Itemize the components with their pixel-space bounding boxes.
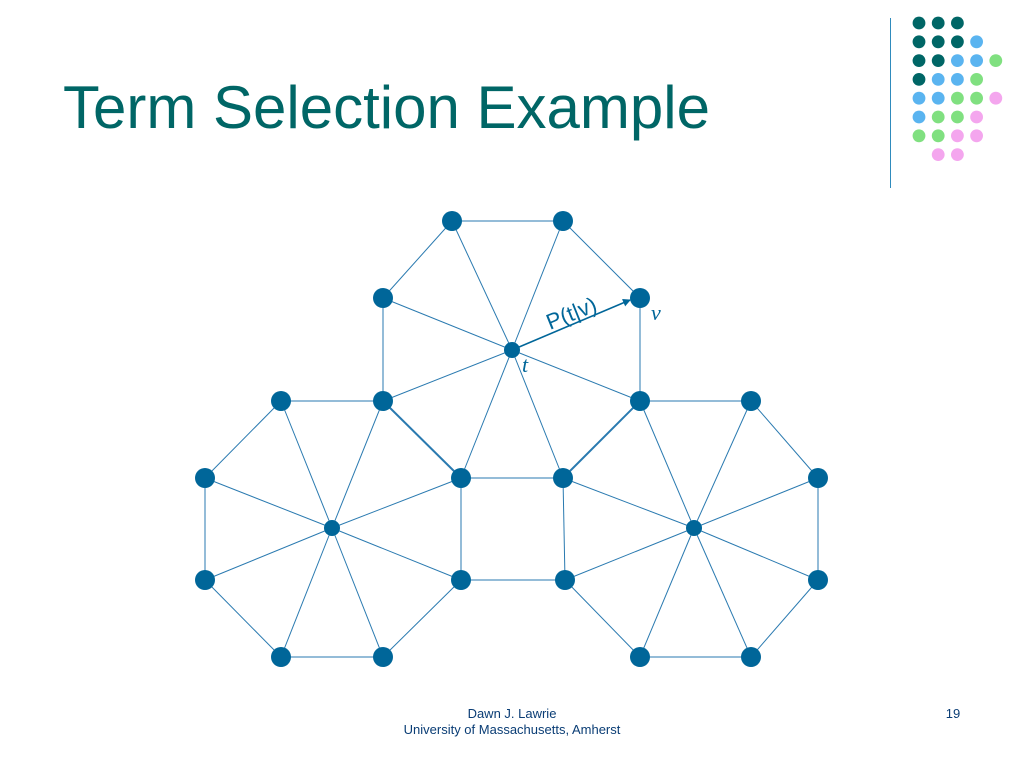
graph-edge bbox=[204, 400, 282, 479]
graph-edge bbox=[511, 220, 564, 351]
graph-edge bbox=[564, 527, 695, 581]
graph-edge bbox=[382, 297, 513, 351]
graph-node bbox=[808, 468, 828, 488]
graph-edge bbox=[750, 579, 819, 658]
graph-edge bbox=[382, 349, 513, 402]
graph-node bbox=[442, 211, 462, 231]
graph-edge bbox=[511, 349, 564, 479]
graph-node bbox=[741, 647, 761, 667]
edge-t-to-v-arrow bbox=[511, 299, 631, 351]
graph-node bbox=[195, 468, 215, 488]
node-label-t: t bbox=[522, 352, 529, 377]
graph-node bbox=[630, 391, 650, 411]
graph-edge bbox=[693, 477, 819, 529]
graph-edge bbox=[511, 349, 641, 402]
graph-edge bbox=[562, 400, 641, 479]
graph-edge bbox=[562, 477, 566, 581]
graph-node bbox=[451, 570, 471, 590]
graph-node bbox=[630, 288, 650, 308]
page-number: 19 bbox=[945, 706, 961, 721]
graph-edge bbox=[204, 477, 333, 529]
graph-edge bbox=[204, 527, 333, 581]
graph-edges bbox=[204, 220, 819, 658]
graph-edge bbox=[693, 527, 819, 581]
graph-node bbox=[373, 647, 393, 667]
graph-node bbox=[808, 570, 828, 590]
graph-node bbox=[324, 520, 340, 536]
graph-edge bbox=[382, 220, 453, 299]
footer: Dawn J. Lawrie University of Massachuset… bbox=[362, 706, 662, 738]
graph-node bbox=[686, 520, 702, 536]
title-divider bbox=[890, 18, 891, 188]
graph-node bbox=[373, 288, 393, 308]
graph-edge bbox=[331, 527, 384, 658]
graph-edge bbox=[331, 400, 384, 529]
graph-node bbox=[630, 647, 650, 667]
graph-edge bbox=[280, 527, 333, 658]
graph-node bbox=[271, 647, 291, 667]
graph-edge bbox=[693, 400, 752, 529]
graph-edge bbox=[693, 527, 752, 658]
graph-edge bbox=[451, 220, 513, 351]
graph-node bbox=[555, 570, 575, 590]
graph-edge bbox=[382, 400, 462, 479]
footer-affiliation: University of Massachusetts, Amherst bbox=[403, 722, 621, 737]
graph-node bbox=[504, 342, 520, 358]
graph-node bbox=[553, 211, 573, 231]
graph-edge bbox=[382, 579, 462, 658]
graph-node bbox=[271, 391, 291, 411]
graph-node bbox=[451, 468, 471, 488]
graph-node bbox=[195, 570, 215, 590]
graph-edge bbox=[562, 220, 641, 299]
footer-author: Dawn J. Lawrie bbox=[467, 706, 557, 721]
graph-edge bbox=[750, 400, 819, 479]
graph-node bbox=[373, 391, 393, 411]
node-label-v: v bbox=[651, 300, 661, 325]
graph-edge bbox=[331, 527, 462, 581]
edge-label-p-t-given-v: P(t|v) bbox=[543, 292, 601, 335]
graph-edge bbox=[280, 400, 333, 529]
graph-edge bbox=[331, 477, 462, 529]
graph-edge bbox=[204, 579, 282, 658]
graph-nodes bbox=[195, 211, 828, 667]
graph-edge bbox=[562, 477, 695, 529]
graph-edge bbox=[639, 527, 695, 658]
graph-edge bbox=[639, 400, 695, 529]
graph-node bbox=[553, 468, 573, 488]
graph-edge bbox=[460, 349, 513, 479]
graph-edge bbox=[564, 579, 641, 658]
slide-title: Term Selection Example bbox=[63, 74, 710, 141]
graph-node bbox=[741, 391, 761, 411]
